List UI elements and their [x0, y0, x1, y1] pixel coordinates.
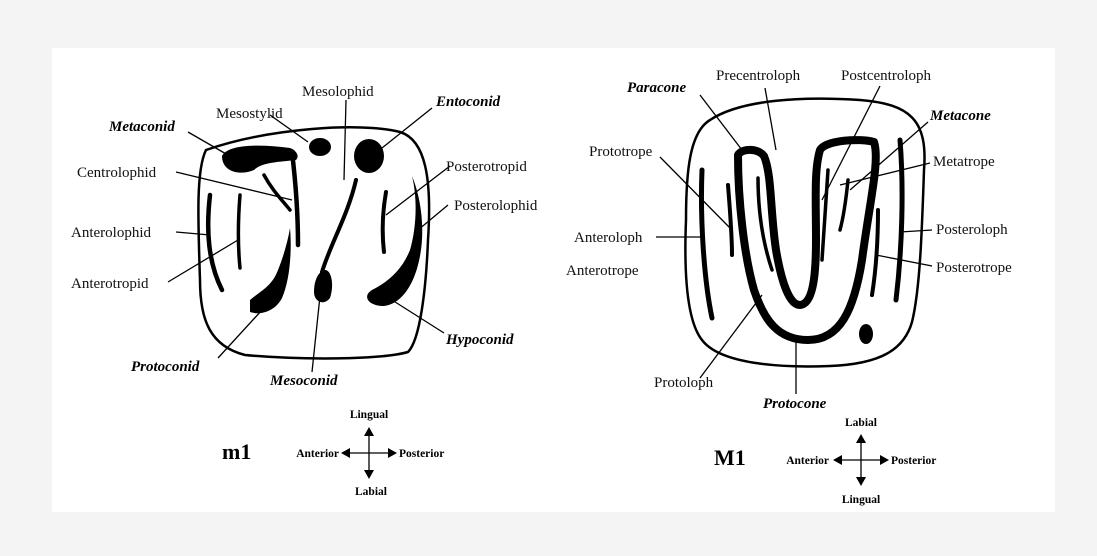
label-anterotrope: Anterotrope — [566, 263, 639, 279]
label-posterotrope: Posterotrope — [936, 260, 1012, 276]
label-posteroloph: Posteroloph — [936, 222, 1008, 238]
label-protoloph: Protoloph — [654, 375, 714, 391]
metatrope-crest — [840, 180, 848, 230]
m1-tooth-label: m1 — [222, 439, 251, 464]
postcentroloph-crest — [822, 170, 828, 260]
compass-top-label: Labial — [845, 417, 877, 429]
upper-molar-M1 — [685, 99, 924, 367]
label-prototrope: Prototrope — [589, 144, 653, 160]
entoconid-cusp — [354, 139, 384, 173]
posteroloph-crest — [896, 140, 902, 300]
label-paracone: Paracone — [627, 80, 687, 96]
M1-orientation-compass: Labial Lingual Anterior Posterior — [786, 417, 936, 506]
label-protoconid: Protoconid — [131, 359, 200, 375]
anterolophid-crest — [208, 195, 222, 290]
label-precentroloph: Precentroloph — [716, 68, 801, 84]
compass-top-label: Lingual — [350, 409, 388, 421]
label-postcentroloph: Postcentroloph — [841, 68, 931, 84]
label-mesostylid: Mesostylid — [216, 106, 283, 122]
label-protocone: Protocone — [763, 396, 827, 412]
mesostylid-cusp — [309, 138, 331, 156]
protoloph-loop — [738, 140, 876, 340]
compass-right-label: Posterior — [891, 455, 936, 467]
M1-labels: Paracone Precentroloph Postcentroloph Me… — [566, 68, 1012, 412]
compass-bottom-label: Lingual — [842, 494, 880, 506]
label-posterotropid: Posterotropid — [446, 159, 527, 175]
label-centrolophid: Centrolophid — [77, 165, 157, 181]
label-mesoconid: Mesoconid — [269, 373, 338, 389]
mesoconid-cusp — [314, 270, 332, 302]
compass-left-label: Anterior — [786, 455, 829, 467]
label-anterolophid: Anterolophid — [71, 225, 151, 241]
label-entoconid: Entoconid — [435, 94, 501, 110]
M1-tooth-label: M1 — [714, 445, 746, 470]
hypoconid-crest — [367, 176, 422, 306]
centrolophid-branch — [264, 175, 290, 210]
prototrope-crest — [728, 185, 732, 255]
protoconid-crest — [250, 228, 291, 313]
label-metaconid: Metaconid — [108, 119, 175, 135]
compass-right-label: Posterior — [399, 448, 444, 460]
label-metacone: Metacone — [929, 108, 991, 124]
mesolophid-crest — [322, 180, 356, 272]
label-hypoconid: Hypoconid — [445, 332, 514, 348]
label-metatrope: Metatrope — [933, 154, 995, 170]
centrolophid-crest — [292, 152, 298, 245]
label-anterotropid: Anterotropid — [71, 276, 149, 292]
posterotropid-crest — [383, 192, 386, 252]
M1-crown-outline — [685, 99, 924, 367]
posterotrope-crest — [872, 210, 878, 295]
anterotropid-crest — [239, 195, 241, 268]
label-mesolophid: Mesolophid — [302, 84, 374, 100]
compass-bottom-label: Labial — [355, 486, 387, 498]
m1-orientation-compass: Lingual Labial Anterior Posterior — [296, 409, 444, 498]
label-anteroloph: Anteroloph — [574, 230, 643, 246]
anteroloph-crest — [701, 170, 712, 318]
compass-left-label: Anterior — [296, 448, 339, 460]
metaconid-crest — [222, 146, 298, 173]
label-posterolophid: Posterolophid — [454, 198, 538, 214]
hypocone-cusp — [859, 324, 873, 344]
